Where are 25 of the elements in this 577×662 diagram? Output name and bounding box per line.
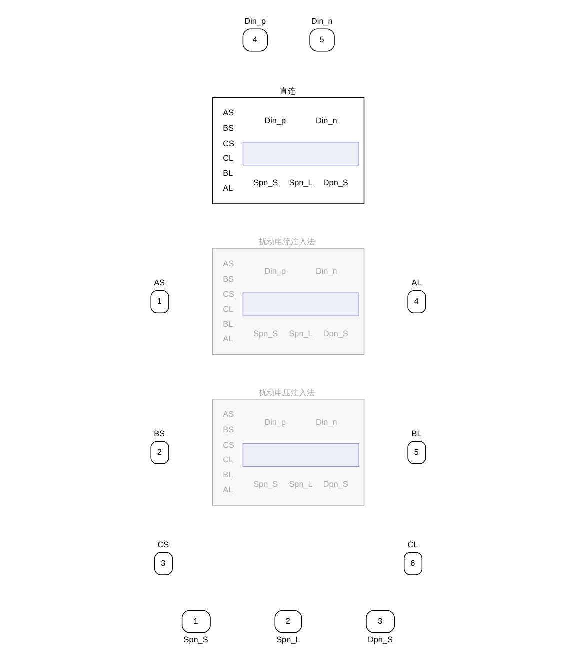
node-label: BS xyxy=(154,429,165,438)
node-box: 4 xyxy=(408,290,426,314)
node-box: 2 xyxy=(150,441,170,464)
node-label: Spn_S xyxy=(184,635,208,644)
node-box: 5 xyxy=(408,441,426,464)
node-label: AS xyxy=(154,278,165,288)
node-label: Din_p xyxy=(244,16,266,26)
node-box: 5 xyxy=(310,28,335,52)
node-box: 3 xyxy=(154,552,174,576)
node-label: Spn_L xyxy=(276,635,300,644)
node-label: 扰动电压注入法 xyxy=(259,388,316,398)
node-label: CS xyxy=(158,540,170,550)
node-label: 扰动电流注入法 xyxy=(259,238,316,247)
node-box: 2 xyxy=(274,610,302,634)
node-box: 1 xyxy=(150,290,170,314)
node-label: CL xyxy=(408,540,418,550)
node-label: BL xyxy=(412,429,422,438)
node-box: 6 xyxy=(404,552,423,576)
node-label: AL xyxy=(412,278,422,288)
node-box: 4 xyxy=(242,28,268,52)
node-label: Din_n xyxy=(312,16,333,26)
node-label: Dpn_S xyxy=(368,635,393,644)
node-box: 1 xyxy=(182,610,211,634)
node-label: 直连 xyxy=(280,86,296,96)
node-box: 3 xyxy=(366,610,396,634)
